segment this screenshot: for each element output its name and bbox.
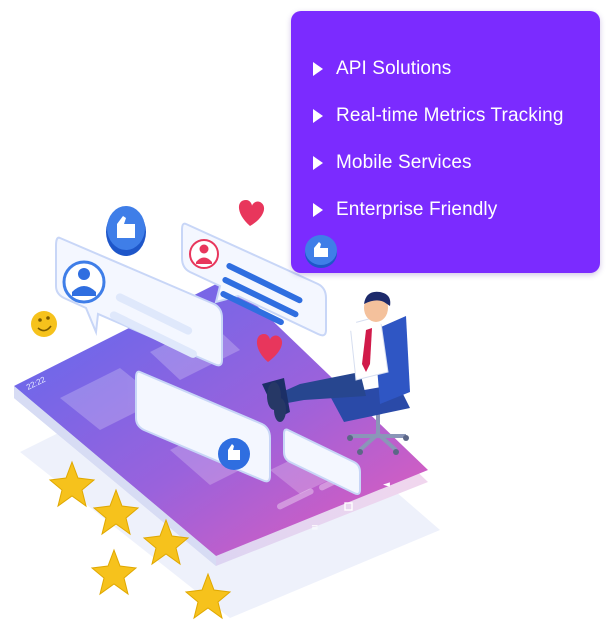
feature-label: API Solutions xyxy=(336,57,452,79)
triangle-right-icon xyxy=(313,155,323,170)
feature-label: Mobile Services xyxy=(336,151,472,173)
chat-bubble-message xyxy=(181,222,327,337)
features-list: API Solutions Real-time Metrics Tracking… xyxy=(313,51,563,239)
feature-item: Mobile Services xyxy=(313,145,563,192)
svg-text:◄: ◄ xyxy=(383,480,390,490)
rating-stars xyxy=(48,460,232,620)
feature-item: Enterprise Friendly xyxy=(313,192,563,239)
triangle-right-icon xyxy=(313,202,323,217)
feature-item: API Solutions xyxy=(313,51,563,98)
triangle-right-icon xyxy=(313,108,323,123)
star-icon xyxy=(90,548,138,596)
star-icon xyxy=(48,460,96,508)
heart-icon xyxy=(238,200,265,226)
star-icon xyxy=(184,572,232,620)
chat-bubble-like xyxy=(135,370,271,483)
svg-text:≡: ≡ xyxy=(311,523,319,533)
businessman-in-chair xyxy=(262,285,410,455)
chat-bubble-profile xyxy=(55,236,223,367)
features-card: API Solutions Real-time Metrics Tracking… xyxy=(291,11,600,273)
heart-icon xyxy=(256,334,283,362)
triangle-right-icon xyxy=(313,61,323,76)
smiley-icon xyxy=(31,311,57,337)
star-icon xyxy=(142,518,190,566)
feature-item: Real-time Metrics Tracking xyxy=(313,98,563,145)
feature-label: Real-time Metrics Tracking xyxy=(336,104,564,126)
chat-bubble-small xyxy=(283,428,361,495)
star-icon xyxy=(92,488,140,536)
feature-label: Enterprise Friendly xyxy=(336,198,498,220)
floating-thumbs-up-icon xyxy=(106,206,146,256)
thumbs-up-icon xyxy=(305,235,337,268)
